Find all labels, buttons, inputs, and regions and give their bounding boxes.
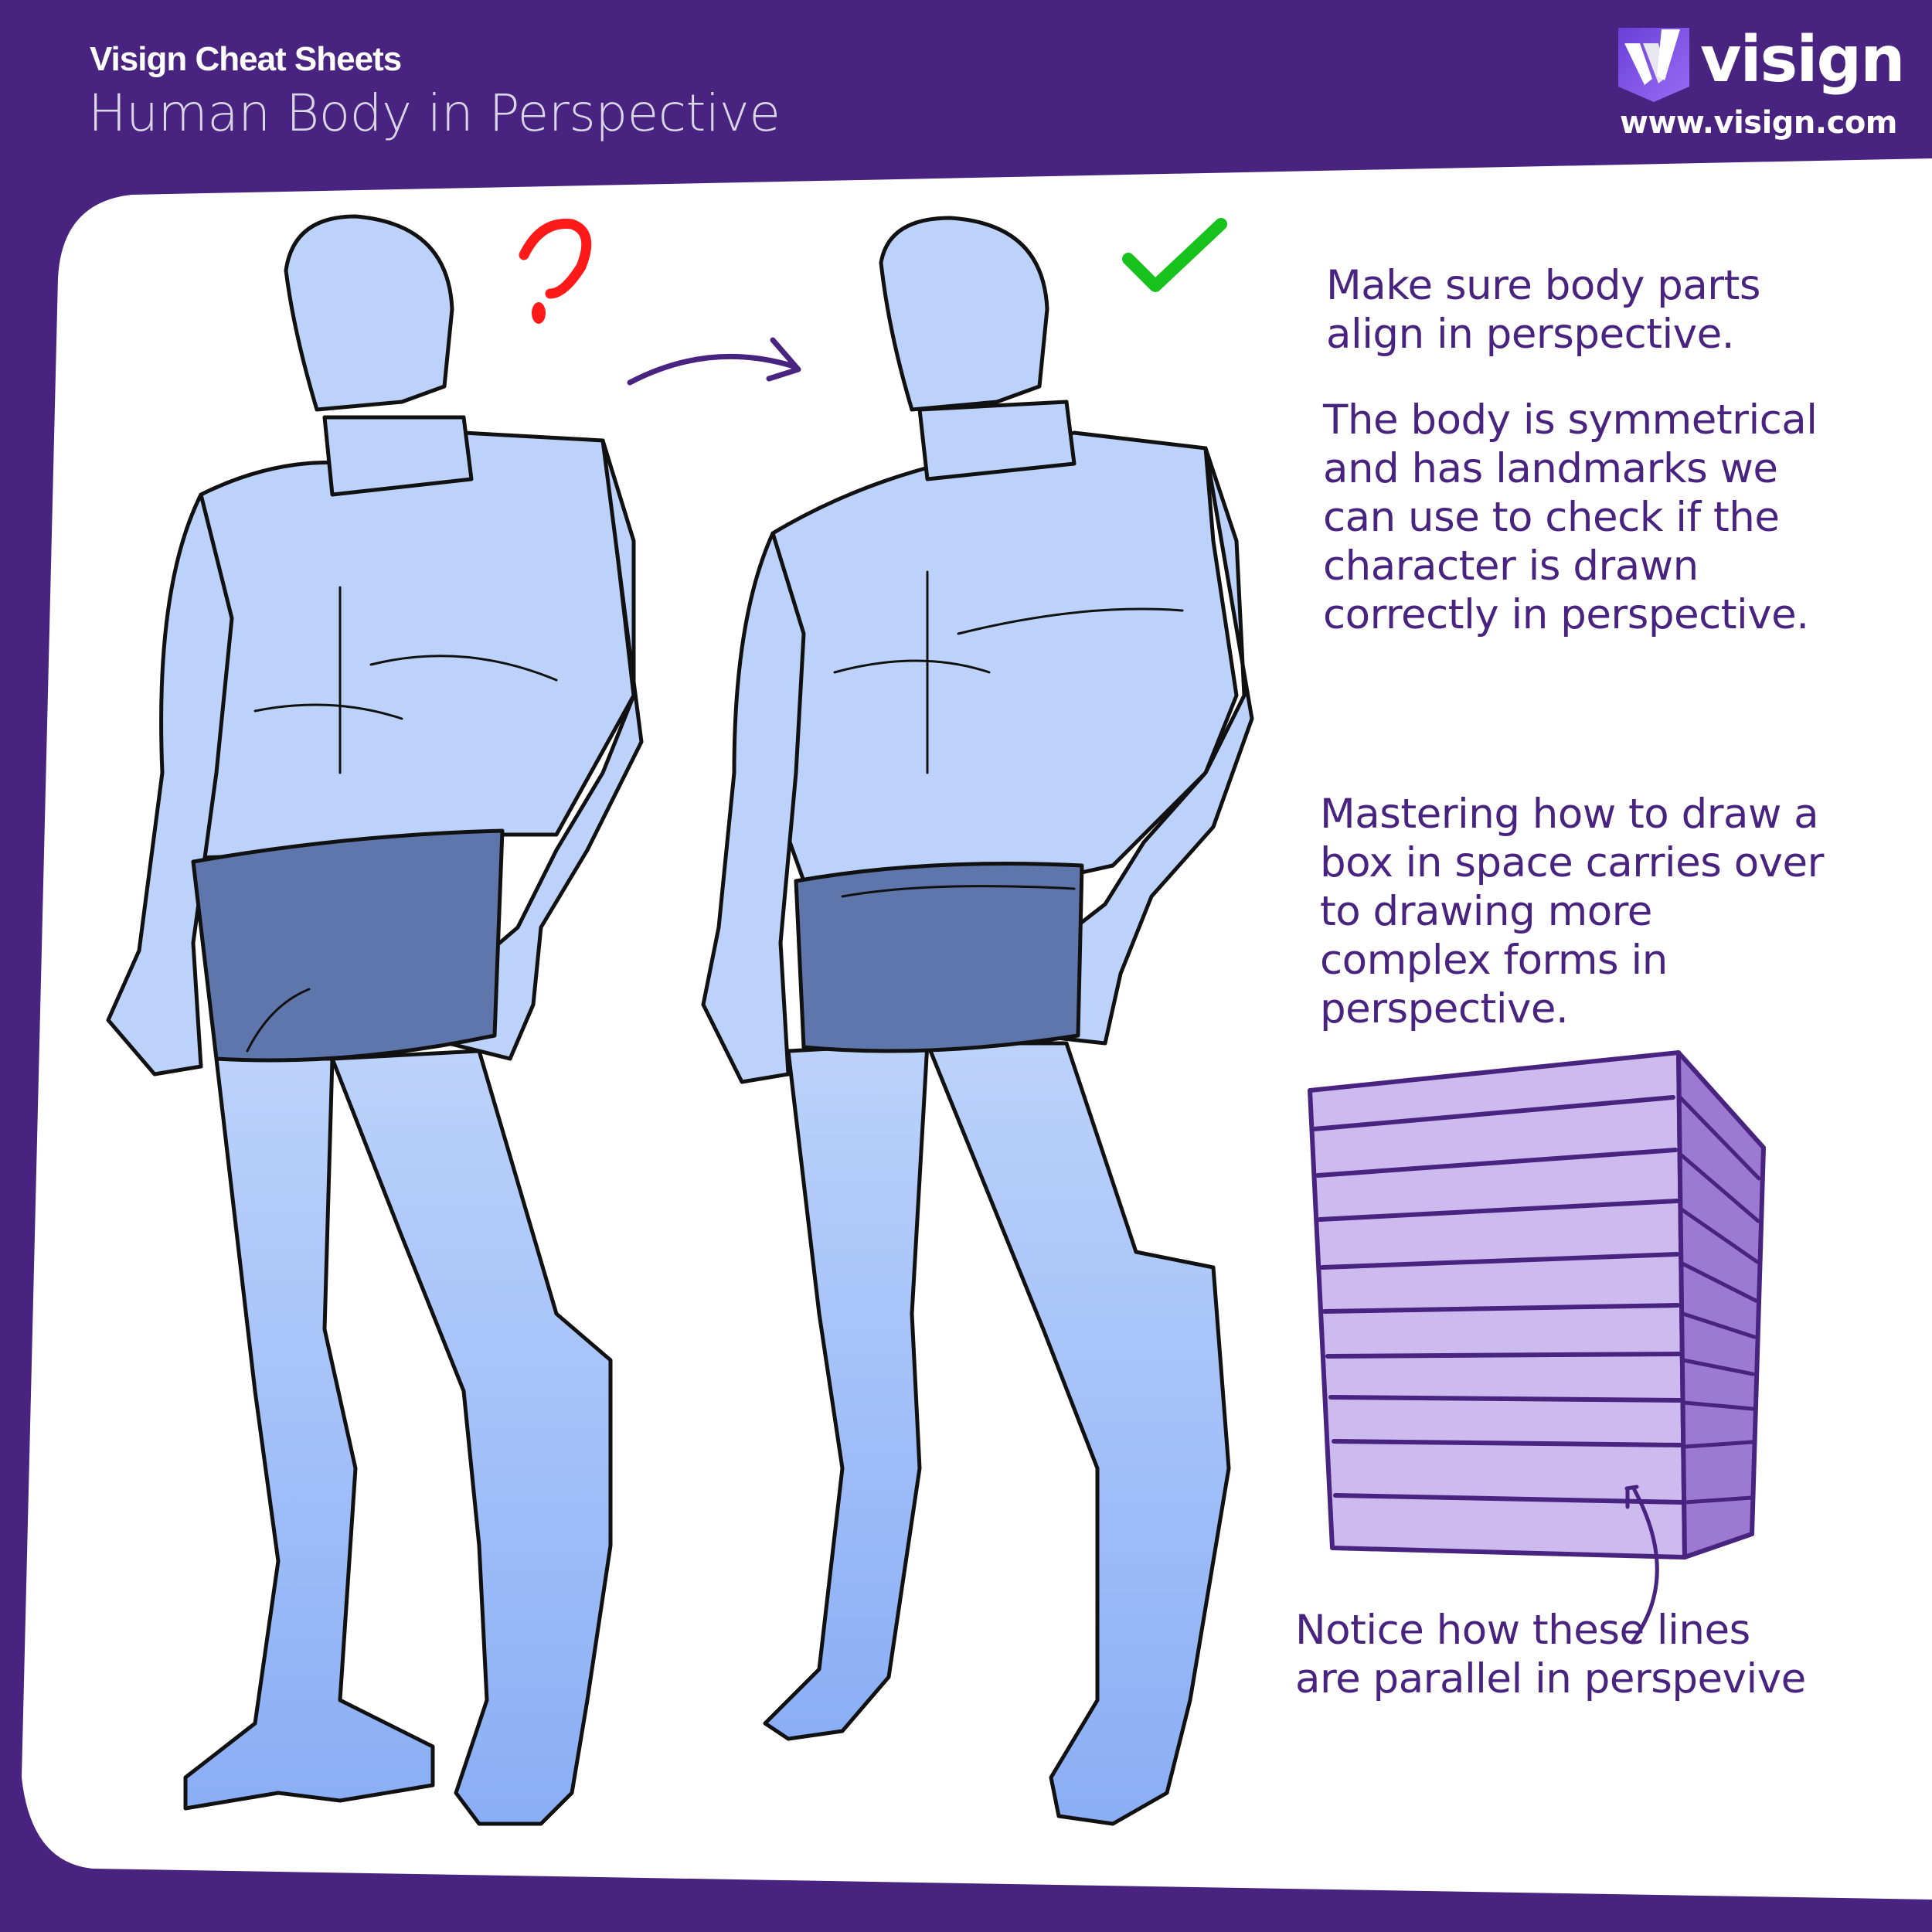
note-align-perspective: Make sure body parts align in perspectiv…: [1326, 262, 1760, 358]
note-box-in-space: Mastering how to draw a box in space car…: [1320, 791, 1824, 1032]
brand-url[interactable]: www.visign.com: [1620, 105, 1897, 141]
question-mark-icon: [519, 219, 592, 324]
annotation-arrow-up-icon: [1624, 1485, 1659, 1645]
check-mark-icon: [1122, 218, 1227, 292]
brand-name: visign: [1700, 23, 1906, 97]
header-kicker: Visign Cheat Sheets: [90, 40, 402, 78]
curved-arrow-right-icon: [627, 337, 801, 386]
note-parallel-lines: Notice how these lines are parallel in p…: [1295, 1607, 1806, 1702]
figure-incorrect: [106, 214, 644, 1826]
page-title: Human Body in Perspective: [88, 83, 781, 143]
figure-correct: [701, 216, 1254, 1826]
visign-shield-logo-icon: [1618, 28, 1689, 102]
note-symmetry-landmarks: The body is symmetrical and has landmark…: [1323, 396, 1818, 638]
